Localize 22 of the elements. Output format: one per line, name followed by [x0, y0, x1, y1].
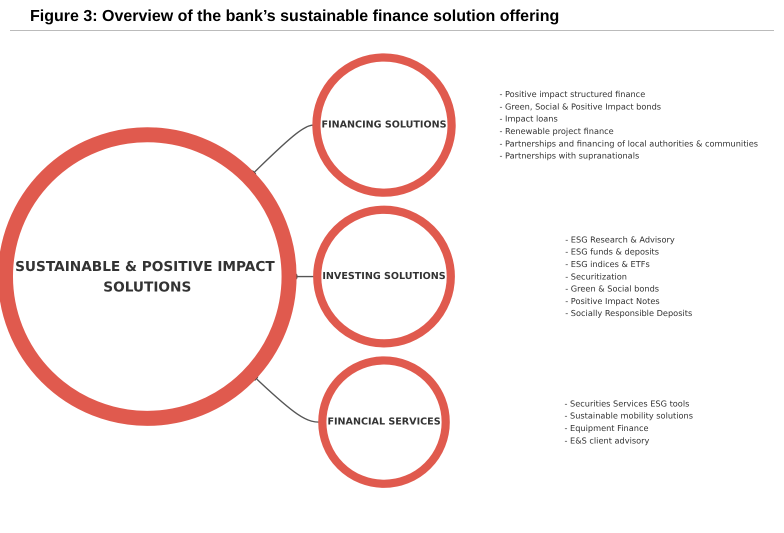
node-label: - ESG indices & ETFs	[565, 260, 650, 270]
node-circle: FINANCING SOLUTIONS	[312, 54, 456, 198]
node-circle: FINANCIAL SERVICES	[318, 356, 450, 488]
node-label: - Partnerships and financing of local authorities & communities	[499, 139, 758, 149]
node-label: - Securities Services ESG tools	[564, 399, 690, 409]
node-label: - Socially Responsible Deposits	[565, 309, 692, 319]
node-label: - Impact loans	[499, 114, 558, 124]
node-circle: INVESTING SOLUTIONS	[313, 206, 455, 348]
node-label: - Positive impact structured finance	[499, 90, 646, 100]
node-label: - Securitization	[565, 272, 627, 282]
node-circle: SUSTAINABLE & POSITIVE IMPACT SOLUTIONS	[0, 128, 297, 426]
node-label: - Green & Social bonds	[565, 284, 660, 294]
node-label: - Equipment Finance	[564, 424, 649, 434]
figure-title: Figure 3: Overview of the bank’s sustainable finance solution offering	[10, 0, 774, 31]
node-label: - Renewable project finance	[499, 126, 614, 136]
node-label: - Partnerships with supranationals	[499, 151, 640, 161]
node-label: - Green, Social & Positive Impact bonds	[499, 102, 662, 112]
node-label: - ESG funds & deposits	[565, 248, 660, 258]
node-label: - E&S client advisory	[564, 436, 650, 446]
node-label: - Positive Impact Notes	[565, 296, 660, 306]
node-label: - ESG Research & Advisory	[565, 235, 675, 245]
node-label: - Sustainable mobility solutions	[564, 412, 694, 422]
